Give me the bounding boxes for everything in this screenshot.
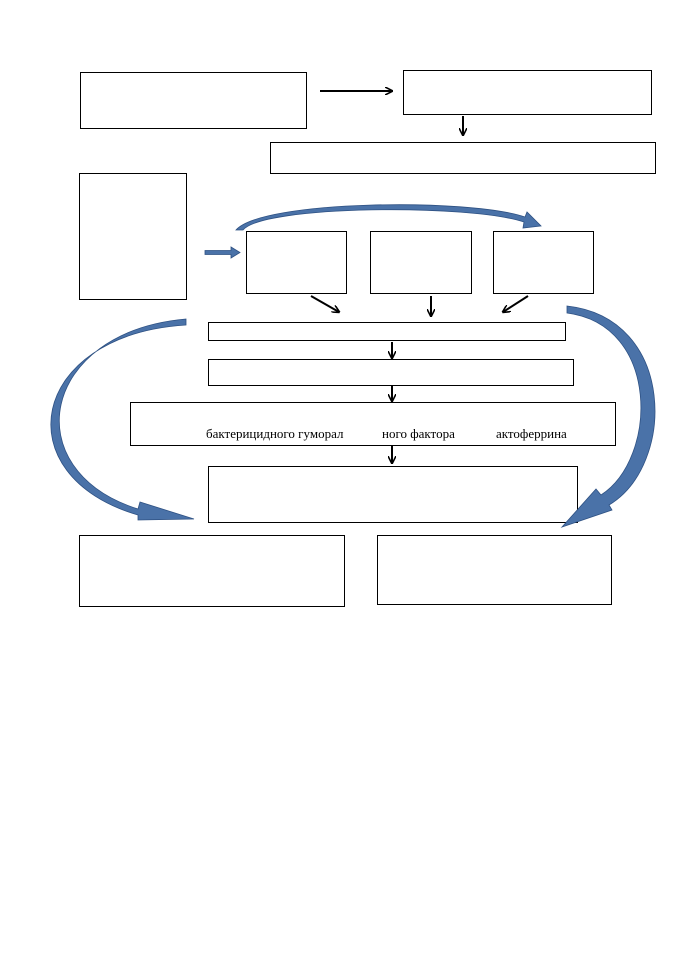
box-small-1: [246, 231, 347, 294]
curved-arrow-right: [560, 305, 656, 528]
bar-4-text-fragment-1: бактерицидного гуморал: [206, 426, 344, 441]
box-bar-3: [208, 359, 574, 386]
box-small-3: [493, 231, 594, 294]
box-top-right: [403, 70, 652, 115]
box-bar-4: бактерицидного гуморал ного фактора акто…: [130, 402, 616, 446]
box-small-2: [370, 231, 472, 294]
bar-4-text-fragment-3: актоферрина: [496, 426, 567, 441]
arrow-small-1-to-bar-2: [310, 295, 339, 312]
box-bar-2: [208, 322, 566, 341]
blue-arrow-into-small-1: [204, 246, 241, 259]
box-bottom-left: [79, 535, 345, 607]
bar-4-text-fragment-2: ного фактора: [382, 426, 455, 441]
box-tall-left: [79, 173, 187, 300]
box-top-left: [80, 72, 307, 129]
box-wide-bar-1: [270, 142, 656, 174]
box-bottom-right: [377, 535, 612, 605]
curved-arrow-left: [50, 318, 195, 521]
arrow-small-3-to-bar-2: [503, 295, 529, 312]
curved-arrow-top: [235, 204, 542, 231]
box-bar-5: [208, 466, 578, 523]
